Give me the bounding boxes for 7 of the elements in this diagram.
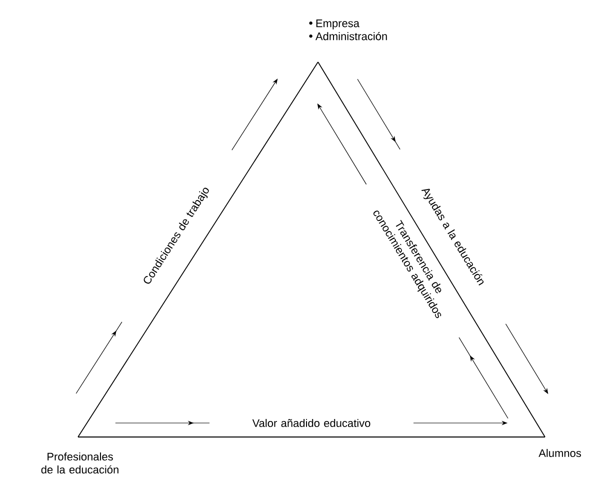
vertex-label: Profesionales de la educación [41, 452, 118, 474]
vertex-label: Empresa Administración [309, 20, 387, 40]
triangle-side [318, 62, 546, 438]
triangle-side [78, 62, 318, 438]
edge-label: Valor añadido educativo [210, 416, 414, 430]
triangle-side [78, 436, 546, 438]
vertex-label: Alumnos [538, 448, 581, 458]
